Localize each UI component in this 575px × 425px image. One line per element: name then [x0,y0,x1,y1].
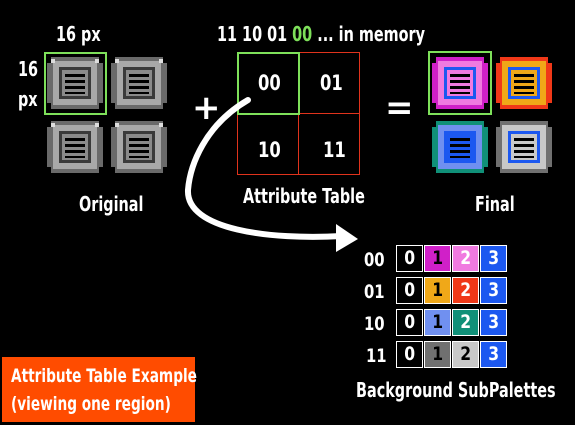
tile-height-unit: px [18,87,38,111]
subpalette-label-11: 11 [366,345,387,367]
swatch-10-0: 0 [396,309,423,336]
tile-width-label: 16 px [56,22,101,46]
final-caption: Final [475,192,515,216]
attribute-value-00: 00 [258,71,281,95]
subpalette-label-00: 00 [364,249,385,271]
tile-final-tl [430,53,490,113]
swatch-10-2: 2 [452,309,479,336]
swatch-11-2: 2 [452,341,479,368]
badge-line-1: Attribute Table Example [11,365,197,387]
badge-line-2: (viewing one region) [11,393,171,415]
tile-final-tr [494,53,554,113]
memory-label: 11 10 01 00 ... in memory [217,22,425,46]
swatch-10-1: 1 [424,309,451,336]
attribute-value-11: 11 [323,138,346,162]
final-highlight-box [428,51,492,115]
equals-sign: = [385,88,414,128]
tile-original-tr [109,53,169,113]
attribute-cell-11 [298,113,360,175]
memory-bits: 11 10 01 [217,22,293,46]
tile-final-br [494,117,554,177]
swatch-01-3: 3 [480,277,507,304]
attribute-highlight-box [237,52,300,115]
swatch-11-3: 3 [480,341,507,368]
original-caption: Original [79,192,144,216]
arrow-head-icon [336,224,358,252]
tile-final-bl [430,117,490,177]
arrow-curve [184,97,345,240]
swatch-01-1: 1 [424,277,451,304]
swatch-11-0: 0 [396,341,423,368]
tile-original-br [109,117,169,177]
attribute-value-01: 01 [320,71,343,95]
attribute-table-caption: Attribute Table [243,184,365,208]
swatch-01-2: 2 [452,277,479,304]
swatch-00-2: 2 [452,245,479,272]
subpalettes-caption: Background SubPalettes [356,378,556,402]
tile-height-number: 16 [18,57,39,81]
swatch-00-0: 0 [396,245,423,272]
swatch-00-3: 3 [480,245,507,272]
subpalette-label-10: 10 [364,313,385,335]
memory-suffix: ... in memory [312,22,426,46]
swatch-01-0: 0 [396,277,423,304]
memory-bits-highlight: 00 [292,22,313,46]
swatch-11-1: 1 [424,341,451,368]
tile-original-tl [45,53,105,113]
plus-sign: + [192,88,221,128]
original-highlight-box [44,52,107,115]
example-badge: Attribute Table Example (viewing one reg… [2,357,197,422]
swatch-00-1: 1 [424,245,451,272]
subpalette-label-01: 01 [364,281,385,303]
attribute-value-10: 10 [258,138,281,162]
swatch-10-3: 3 [480,309,507,336]
tile-original-bl [45,117,105,177]
